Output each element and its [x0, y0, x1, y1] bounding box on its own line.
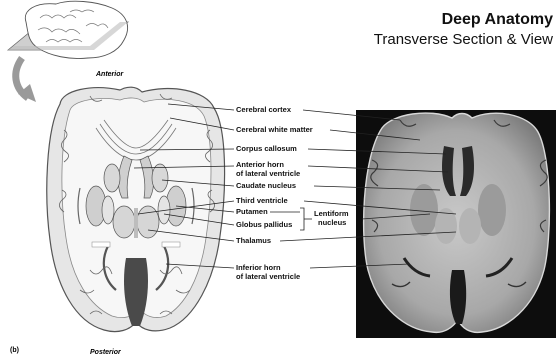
- orientation-anterior: Anterior: [95, 71, 125, 78]
- label-anterior-horn-line2: of lateral ventricle: [236, 170, 300, 179]
- label-cerebral-white-matter: Cerebral white matter: [236, 126, 313, 135]
- label-third-ventricle: Third ventricle: [236, 197, 288, 206]
- label-cerebral-cortex: Cerebral cortex: [236, 106, 291, 115]
- label-globus-pallidus: Globus pallidus: [236, 221, 292, 230]
- brain-thumbnail: [8, 1, 128, 58]
- label-putamen: Putamen: [236, 208, 268, 217]
- section-illustration: [47, 87, 225, 331]
- label-lentiform-line2: nucleus: [318, 219, 346, 228]
- orientation-posterior: Posterior: [90, 349, 122, 356]
- panel-letter: (b): [10, 347, 19, 354]
- label-inferior-horn-line2: of lateral ventricle: [236, 273, 300, 282]
- label-caudate-nucleus: Caudate nucleus: [236, 182, 296, 191]
- label-thalamus: Thalamus: [236, 237, 271, 246]
- label-corpus-callosum: Corpus callosum: [236, 145, 297, 154]
- section-photo: [356, 110, 556, 338]
